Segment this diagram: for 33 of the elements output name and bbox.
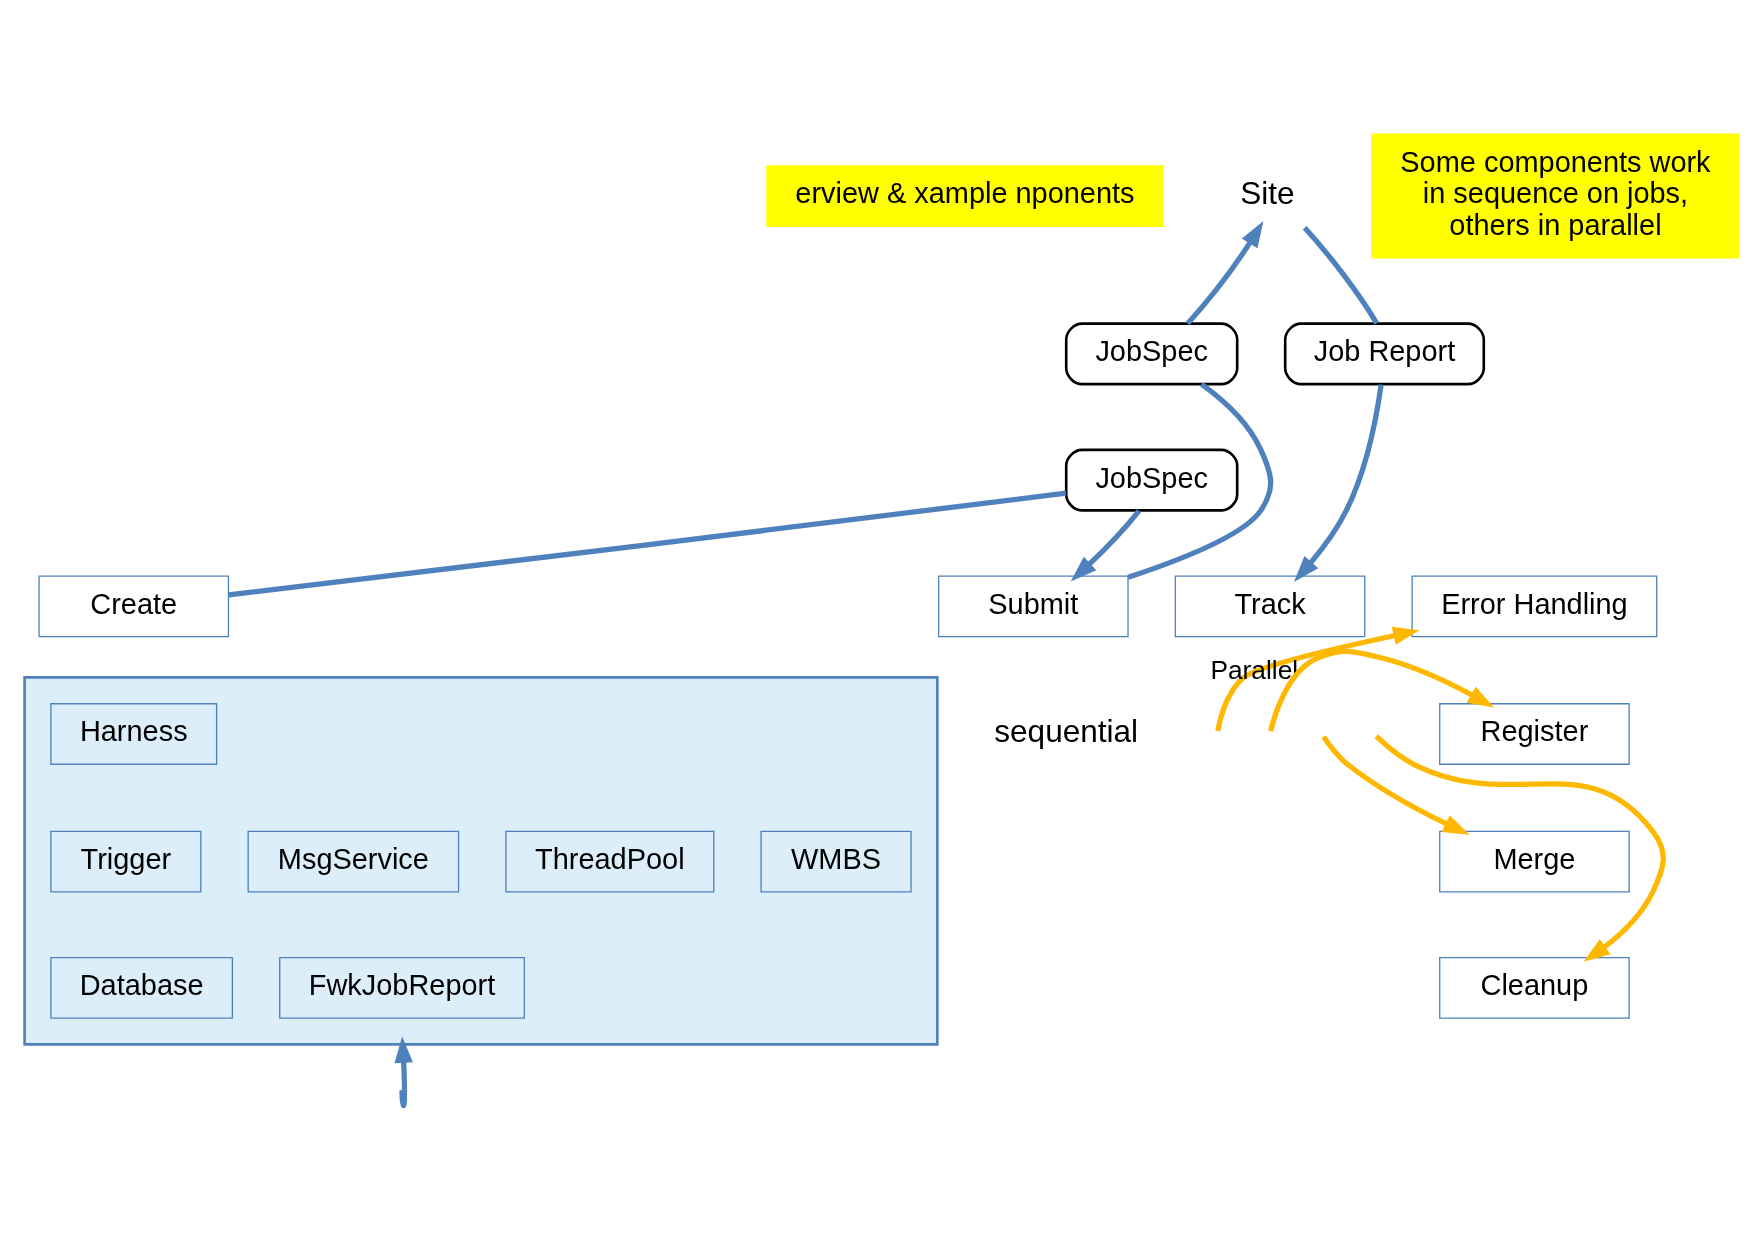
- arrow: [1293, 384, 1384, 582]
- node-text: Site: [1240, 175, 1295, 212]
- arrow: [1215, 626, 1420, 732]
- node-box: Submit: [938, 575, 1129, 638]
- arrow: [1268, 648, 1495, 732]
- node-box: Trigger: [50, 830, 202, 893]
- node-box: WMBS: [760, 830, 912, 893]
- node-box: Error Handling: [1411, 575, 1658, 638]
- connector: [1127, 382, 1274, 580]
- node-box: erview & xample nponents: [766, 165, 1164, 227]
- node-box: JobSpec: [1064, 322, 1239, 386]
- node-box: Register: [1439, 703, 1630, 765]
- node-box: FwkJobReport: [279, 956, 525, 1019]
- connector: [1302, 225, 1379, 325]
- node-box: ThreadPool: [505, 830, 715, 893]
- arrow: [1321, 735, 1470, 835]
- node-box: MsgService: [247, 830, 460, 893]
- arrow: [394, 1036, 413, 1107]
- node-box: Merge: [1439, 830, 1630, 893]
- node-box: Job Report: [1283, 322, 1486, 386]
- arrow: [1070, 509, 1142, 582]
- label: sequential: [994, 713, 1139, 750]
- cluster: [23, 676, 939, 1046]
- arrow: [1185, 220, 1264, 326]
- connector: [228, 490, 1067, 598]
- node-box: Some components work in sequence on jobs, others in parallel: [1371, 133, 1740, 259]
- node-box: Cleanup: [1439, 956, 1630, 1019]
- node-box: Database: [50, 956, 234, 1019]
- node-box: Harness: [50, 703, 218, 765]
- node-box: Create: [38, 575, 230, 638]
- node-box: Track: [1174, 575, 1366, 638]
- node-box: JobSpec: [1064, 448, 1239, 512]
- arrow: [1374, 734, 1666, 962]
